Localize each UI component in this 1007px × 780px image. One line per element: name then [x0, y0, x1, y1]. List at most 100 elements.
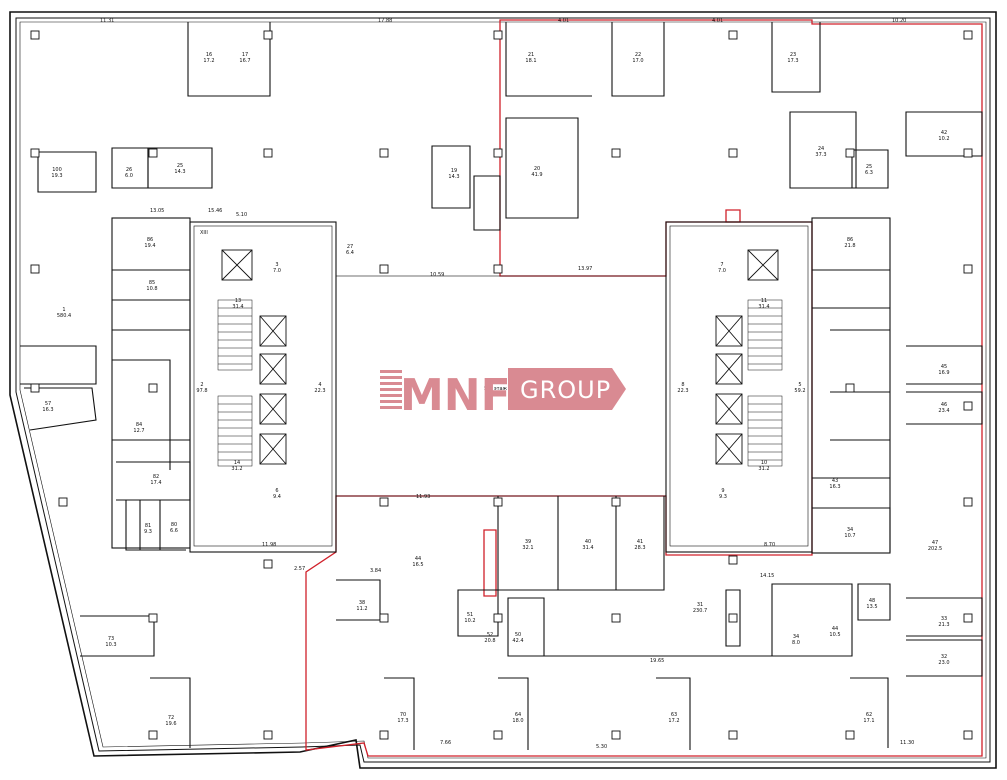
room-area: 22.3	[677, 388, 688, 394]
room-area: 20.8	[484, 638, 495, 644]
room-area: 22.3	[314, 388, 325, 394]
room-area: 16.3	[829, 484, 840, 490]
room-number: 80	[171, 522, 177, 528]
room-number: 43	[832, 478, 838, 484]
dimension-label: 15.46	[208, 208, 222, 214]
room-number: 39	[525, 539, 531, 545]
room-number: 100	[52, 167, 62, 173]
room-number: 9	[721, 488, 724, 494]
room-number: 47	[932, 540, 938, 546]
room-area: 6.6	[170, 528, 178, 534]
room-area: 8.0	[792, 640, 800, 646]
room-area: 6.4	[346, 250, 354, 256]
room-area: 19.6	[165, 721, 176, 727]
room-area: 21.3	[938, 622, 949, 628]
dimension-label: 17.88	[378, 18, 392, 24]
watermark-brand-word: GROUP	[520, 376, 611, 404]
room-number: 38	[359, 600, 365, 606]
room-number: 27	[347, 244, 353, 250]
room-area: 17.0	[632, 58, 643, 64]
room-area: 18.1	[525, 58, 536, 64]
dimension-label: 11.98	[262, 542, 276, 548]
columns	[30, 30, 973, 740]
room-number: 45	[941, 364, 947, 370]
room-number: 42	[941, 130, 947, 136]
room-number: 34	[793, 634, 799, 640]
room-number: 14	[234, 460, 240, 466]
room-area: 14.3	[448, 174, 459, 180]
room-area: 16.3	[42, 407, 53, 413]
room-area: 37.3	[815, 152, 826, 158]
dimension-label: 10.20	[892, 18, 906, 24]
room-number: 1	[62, 307, 65, 313]
dimension-label: 4.01	[558, 18, 569, 24]
room-number: 23	[790, 52, 796, 58]
room-number: 41	[637, 539, 643, 545]
room-number: 3	[275, 262, 278, 268]
room-number: 13	[235, 298, 241, 304]
dimension-label: 13.97	[578, 266, 592, 272]
room-number: 48	[869, 598, 875, 604]
room-area: 580.4	[57, 313, 71, 319]
room-area: 9.3	[144, 529, 152, 535]
room-area: 23.0	[938, 660, 949, 666]
dimension-label: 13.05	[150, 208, 164, 214]
room-area: 12.7	[133, 428, 144, 434]
elevators	[221, 249, 779, 465]
dimension-label: 11.93	[416, 494, 430, 500]
room-area: 21.8	[844, 243, 855, 249]
room-area: 16.7	[239, 58, 250, 64]
room-number: 44	[415, 556, 421, 562]
room-number: 16	[206, 52, 212, 58]
dimension-label: 8.70	[764, 542, 775, 548]
room-number: 26	[126, 167, 132, 173]
room-area: 11.2	[356, 606, 367, 612]
room-number: 2	[200, 382, 203, 388]
room-number: 33	[941, 616, 947, 622]
room-area: 23.4	[938, 408, 949, 414]
dimension-label: 11.31	[100, 18, 114, 24]
room-number: 21	[528, 52, 534, 58]
room-area: 10.2	[938, 136, 949, 142]
room-number: 8	[681, 382, 684, 388]
room-number: 7	[720, 262, 723, 268]
room-area: 16.9	[938, 370, 949, 376]
room-number: 4	[318, 382, 321, 388]
room-number: 40	[585, 539, 591, 545]
watermark-arrow-box	[508, 368, 626, 410]
watermark-brand-letters: MNF	[400, 370, 511, 421]
room-labels: 1617.21716.72118.12217.02317.310019.3266…	[42, 52, 949, 727]
room-area: 10.7	[844, 533, 855, 539]
room-number: 51	[467, 612, 473, 618]
dimension-label: 5.30	[596, 744, 607, 750]
room-number: 6	[275, 488, 278, 494]
room-area: 10.3	[105, 642, 116, 648]
dimension-label: 7.66	[440, 740, 451, 746]
room-number: 85	[149, 280, 155, 286]
core-label: XIII	[200, 230, 208, 236]
center-label: 5-й этаж	[484, 385, 508, 392]
room-number: 72	[168, 715, 174, 721]
room-number: 34	[847, 527, 853, 533]
room-area: 10.8	[146, 286, 157, 292]
room-area: 6.0	[125, 173, 133, 179]
room-area: 10.5	[829, 632, 840, 638]
room-number: 46	[941, 402, 947, 408]
room-area: 9.4	[273, 494, 281, 500]
room-number: 82	[153, 474, 159, 480]
stairs	[217, 299, 783, 467]
room-area: 31.4	[232, 304, 243, 310]
room-area: 230.7	[693, 608, 707, 614]
room-number: 25	[866, 164, 872, 170]
room-area: 10.2	[464, 618, 475, 624]
room-area: 42.4	[512, 638, 523, 644]
dimension-label: 3.84	[370, 568, 381, 574]
room-number: 86	[847, 237, 853, 243]
room-area: 18.0	[512, 718, 523, 724]
room-area: 19.3	[51, 173, 62, 179]
room-number: 50	[515, 632, 521, 638]
room-number: 31	[697, 602, 703, 608]
room-number: 22	[635, 52, 641, 58]
room-area: 97.8	[196, 388, 207, 394]
